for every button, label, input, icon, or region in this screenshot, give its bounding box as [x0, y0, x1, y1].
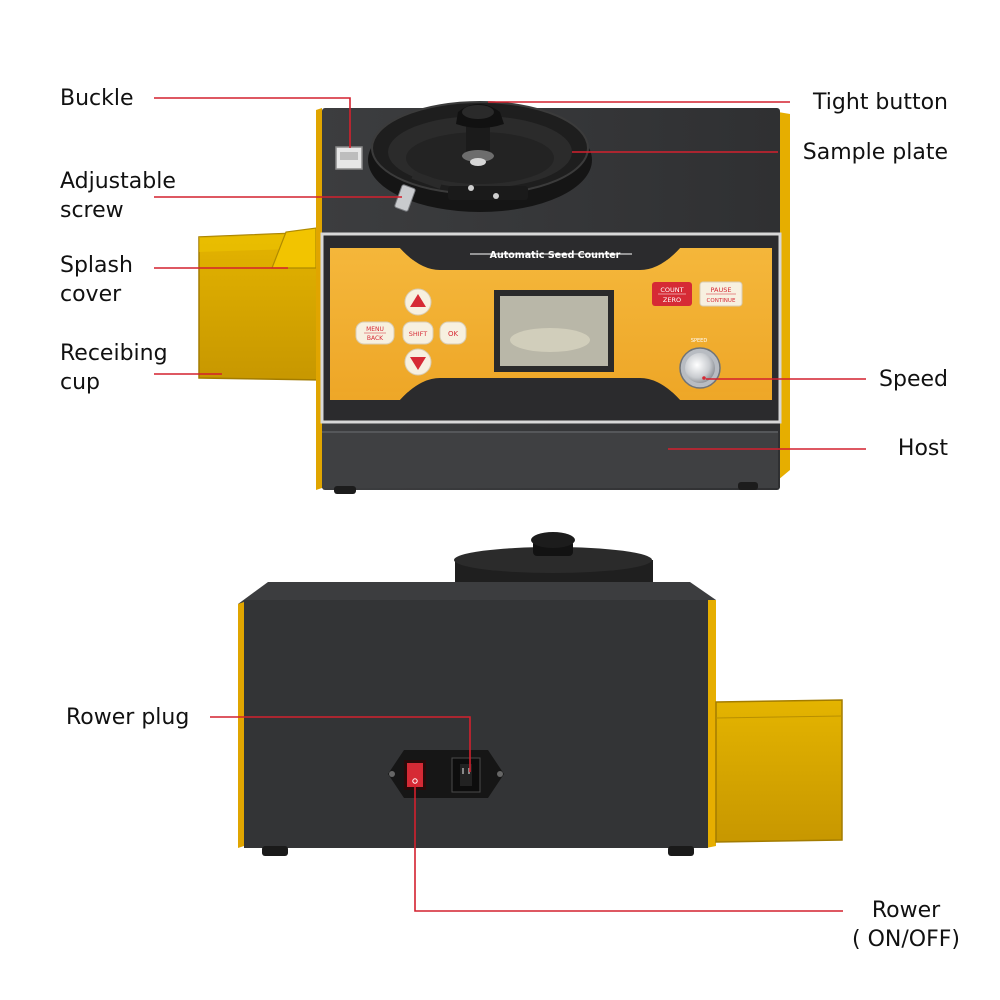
panel-title: Automatic Seed Counter — [490, 250, 621, 261]
menu-back-button[interactable]: MENU BACK — [355, 321, 395, 345]
front-view-machine: Automatic Seed Counter MENU BACK — [198, 101, 790, 494]
rear-receiving-cup — [715, 699, 843, 843]
label-power-plug: Rower plug — [66, 705, 190, 730]
svg-text:MENU: MENU — [366, 326, 384, 333]
label-adjustable-line1: Adjustable — [60, 169, 176, 194]
power-plug-socket[interactable] — [451, 757, 481, 793]
svg-text:SPEED: SPEED — [691, 338, 708, 344]
ok-button[interactable]: OK — [439, 321, 467, 345]
label-splash-cover: Splash cover — [60, 251, 133, 309]
down-arrow-button[interactable] — [404, 348, 432, 376]
label-splash-line2: cover — [60, 282, 122, 307]
power-switch-leader — [414, 784, 843, 912]
speed-knob[interactable]: SPEED — [679, 338, 721, 389]
control-panel: Automatic Seed Counter MENU BACK — [320, 232, 782, 424]
count-zero-button[interactable]: COUNT ZERO — [652, 282, 692, 306]
rear-view-machine — [238, 532, 843, 856]
leader-lines — [154, 97, 866, 912]
rear-host-body — [244, 600, 708, 848]
svg-text:OK: OK — [448, 330, 459, 338]
svg-text:COUNT: COUNT — [660, 286, 683, 294]
adjustable-screw — [394, 171, 499, 212]
label-receiving-line2: cup — [60, 370, 101, 395]
label-receiving-cup: Receibing cup — [60, 339, 168, 397]
label-receiving-line1: Receibing — [60, 341, 168, 366]
label-sample-plate: Sample plate — [802, 140, 948, 165]
shift-button[interactable]: SHIFT — [402, 321, 434, 345]
label-buckle: Buckle — [60, 86, 134, 111]
label-power-switch-line1: Rower — [871, 898, 941, 923]
label-adjustable-screw: Adjustable screw — [60, 167, 176, 225]
svg-text:ZERO: ZERO — [663, 296, 681, 304]
svg-text:SHIFT: SHIFT — [409, 330, 428, 338]
svg-text:CONTINUE: CONTINUE — [707, 298, 736, 304]
label-adjustable-line2: screw — [60, 198, 124, 223]
up-arrow-button[interactable] — [404, 288, 432, 316]
label-tight-button: Tight button — [813, 90, 948, 115]
power-module — [388, 750, 504, 798]
svg-text:PAUSE: PAUSE — [711, 286, 732, 294]
tight-button — [456, 104, 504, 166]
label-power-switch-line2: ( ON/OFF) — [852, 927, 960, 952]
label-power-switch: Rower ( ON/OFF) — [836, 896, 976, 954]
power-plug-leader — [210, 716, 471, 772]
pause-continue-button[interactable]: PAUSE CONTINUE — [699, 281, 743, 307]
buckle-leader — [154, 97, 351, 148]
label-host: Host — [897, 436, 948, 461]
label-splash-line1: Splash — [60, 253, 133, 278]
label-speed: Speed — [879, 367, 948, 392]
svg-text:BACK: BACK — [367, 335, 384, 342]
power-switch[interactable] — [404, 760, 426, 790]
